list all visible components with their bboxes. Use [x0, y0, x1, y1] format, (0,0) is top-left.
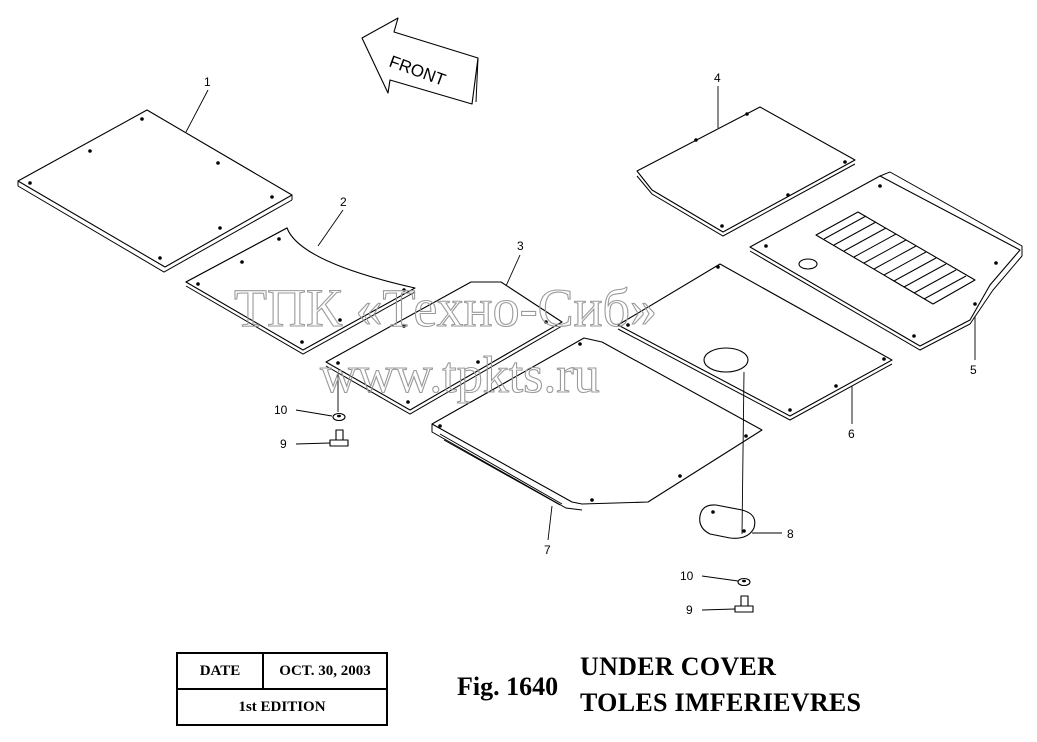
callout-10-left: 10	[274, 403, 288, 417]
callout-7: 7	[544, 543, 551, 557]
bolt-left	[329, 429, 349, 447]
callout-10-right: 10	[680, 569, 694, 583]
date-value: OCT. 30, 2003	[262, 652, 388, 690]
callout-5: 5	[970, 363, 977, 377]
callout-labels: 1 2 3 4 5 6 7 8 10 9 10 9	[204, 71, 977, 617]
edition-label: 1st EDITION	[176, 688, 388, 726]
callout-1: 1	[204, 75, 211, 89]
callout-4: 4	[714, 71, 721, 85]
figure-title-en: UNDER COVER	[580, 652, 777, 681]
part-8-cover-plate	[699, 504, 756, 539]
front-arrow: FRONT	[361, 17, 479, 105]
part-4-plate	[636, 106, 856, 237]
callout-8: 8	[787, 527, 794, 541]
figure-number: Fig. 1640	[457, 672, 559, 701]
callout-9-left: 9	[280, 437, 287, 451]
part-6-plate	[617, 263, 893, 421]
watermark-line-2: www.tpkts.ru	[320, 347, 600, 404]
part-2-plate	[185, 227, 416, 355]
washer-left	[332, 412, 346, 422]
part-5-grille	[815, 211, 976, 305]
callout-2: 2	[340, 195, 347, 209]
callout-6: 6	[848, 427, 855, 441]
callout-9-right: 9	[686, 603, 693, 617]
part-1-plate	[17, 109, 293, 273]
leader-lines	[185, 86, 976, 611]
part-3-plate	[325, 281, 563, 415]
bolt-right	[734, 595, 754, 613]
date-label: DATE	[176, 652, 264, 690]
watermark-line-1: ТПК «Техно-Сиб»	[234, 278, 657, 338]
washer-right	[737, 577, 751, 587]
figure-title-fr: TOLES IMFERIEVRES	[580, 688, 862, 717]
watermark: ТПК «Техно-Сиб» www.tpkts.ru	[233, 277, 657, 404]
part-5-grilled-cover	[749, 171, 1023, 351]
part-7-pan	[431, 337, 763, 511]
callout-3: 3	[517, 239, 524, 253]
edition-table: DATE OCT. 30, 2003 1st EDITION	[176, 652, 388, 726]
